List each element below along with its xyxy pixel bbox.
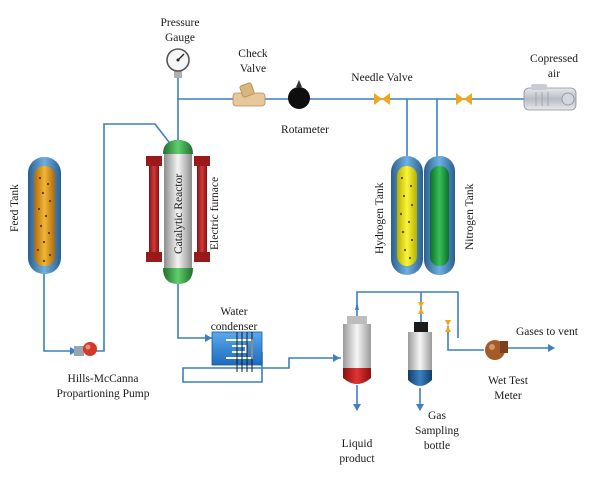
pipe-network (43, 78, 552, 410)
arrow-to-condenser (205, 334, 212, 342)
catalytic-reactor (163, 140, 193, 284)
arrow-to-pump (70, 347, 77, 355)
arrow-to-vent (548, 344, 555, 352)
liquid-product-label-line1: Liquid (342, 438, 373, 450)
air-compressor-icon (523, 84, 577, 111)
gas-bottle-label-line2: Sampling (415, 425, 459, 437)
needle-valve-icon (374, 93, 390, 105)
check-valve-label-line2: Valve (240, 63, 266, 75)
pressure-gauge-label-line2: Gauge (165, 32, 195, 44)
electric-furnace (146, 156, 210, 262)
pressure-gauge-icon (166, 48, 190, 78)
needle-valve-icon-air (456, 93, 472, 105)
pump-label-line2: Propartioning Pump (57, 388, 150, 400)
furnace-label: Electric furnace (209, 177, 221, 250)
hydrogen-tank-label: Hydrogen Tank (374, 182, 386, 254)
sampling-valve-icon (418, 302, 424, 314)
feed-tank (28, 157, 61, 274)
rotameter-icon (288, 80, 310, 109)
hydrogen-tank (391, 156, 423, 275)
arrow-to-liquid-bottle (333, 354, 340, 362)
feed-tank-label: Feed Tank (9, 184, 21, 232)
arrow-into-header (355, 302, 359, 310)
wet-test-meter-icon (485, 340, 508, 360)
gas-bottle-label-line1: Gas (428, 410, 446, 422)
water-condenser (211, 331, 263, 372)
meter-valve-icon (445, 320, 451, 332)
wet-test-meter-label-line2: Meter (494, 390, 522, 402)
arrow-liquid-out (353, 404, 361, 411)
gas-bottle-label-line3: bottle (424, 440, 450, 452)
compressed-air-label-line2: air (548, 68, 560, 80)
pressure-gauge-label-line1: Pressure (161, 17, 200, 29)
check-valve-label-line1: Check (238, 48, 268, 60)
arrow-gas-drain (416, 404, 424, 411)
pump-icon (74, 342, 97, 356)
gases-to-vent-label: Gases to vent (516, 326, 579, 338)
pump-label-line1: Hills-McCanna (68, 373, 139, 385)
check-valve-icon (232, 82, 266, 107)
wet-test-meter-label-line1: Wet Test (488, 375, 529, 387)
flow-arrows (70, 140, 555, 411)
compressed-air-label-line1: Copressed (530, 53, 578, 65)
liquid-product-bottle (343, 316, 371, 384)
rotameter-label: Rotameter (281, 124, 329, 136)
nitrogen-tank-label: Nitrogen Tank (464, 183, 476, 250)
liquid-product-label-line2: product (339, 453, 375, 465)
condenser-label-line1: Water (220, 306, 247, 318)
nitrogen-tank (424, 156, 455, 275)
condenser-label-line2: condenser (211, 321, 258, 333)
feed-tank-particles (36, 176, 52, 263)
gas-sampling-bottle (408, 322, 432, 386)
reactor-label: Catalytic Reactor (173, 174, 185, 254)
needle-valve-label: Needle Valve (351, 72, 412, 84)
